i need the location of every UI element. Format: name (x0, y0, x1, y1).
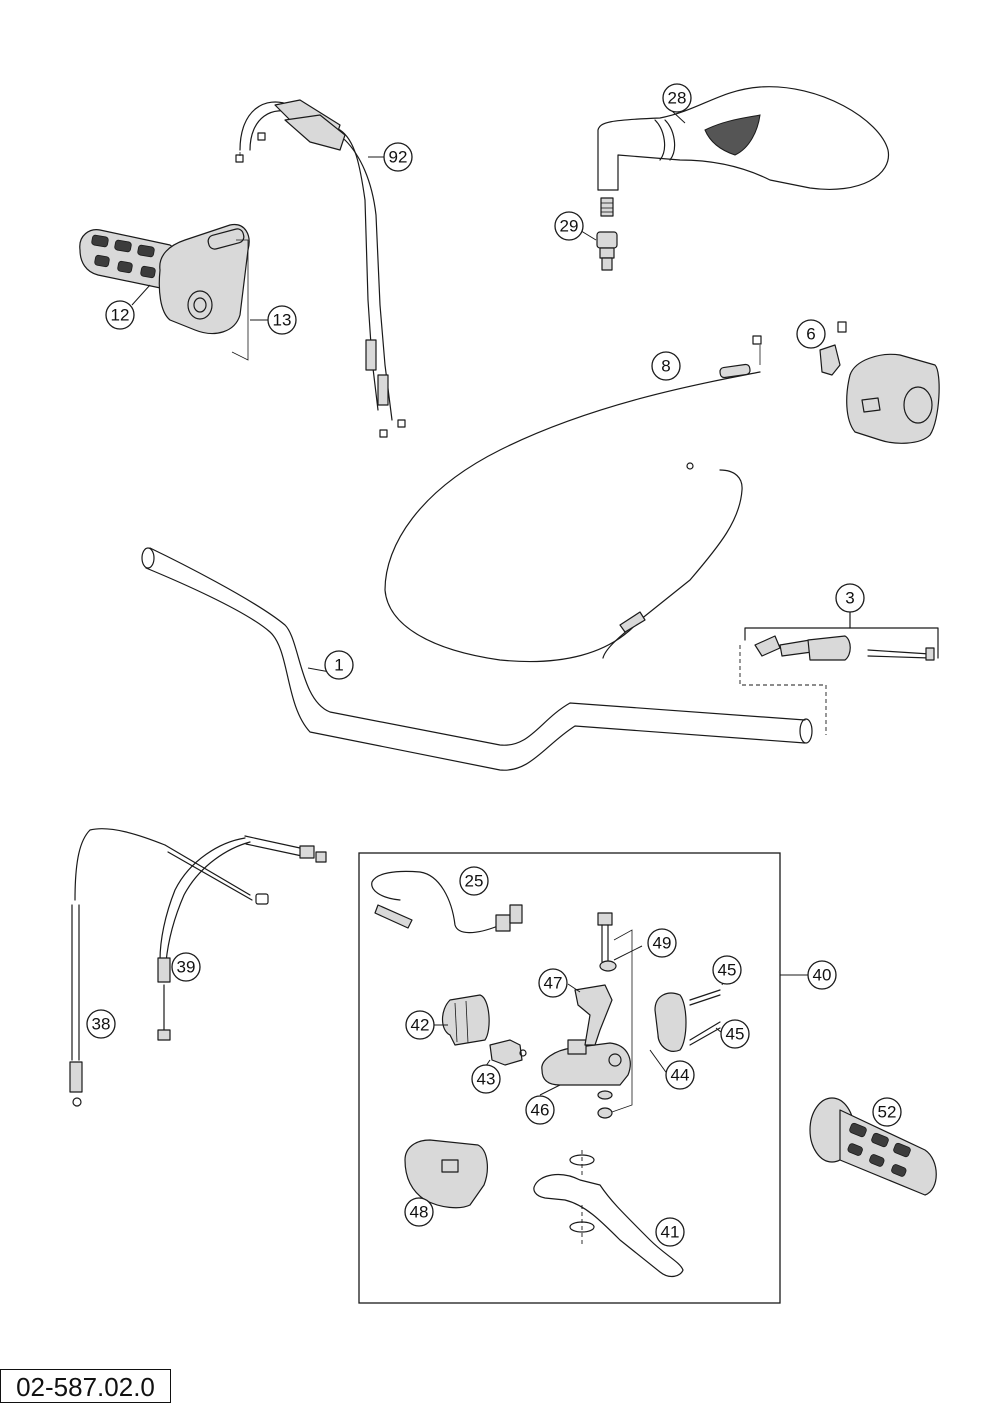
callout-48: 48 (404, 1197, 434, 1227)
clutch-lever-part (533, 1150, 684, 1278)
callout-3: 3 (835, 583, 865, 613)
bushing-part (599, 960, 617, 972)
callout-40: 40 (807, 960, 837, 990)
svg-text:45: 45 (718, 961, 737, 980)
svg-text:39: 39 (177, 958, 196, 977)
callout-39: 39 (171, 952, 201, 982)
hydraulic-line-part (157, 835, 327, 1041)
callout-42: 42 (405, 1010, 435, 1040)
callout-8: 8 (651, 351, 681, 381)
svg-text:47: 47 (544, 974, 563, 993)
throttle-housing-part (158, 223, 250, 361)
callout-47: 47 (538, 968, 568, 998)
master-cylinder-part (541, 1039, 631, 1086)
callout-38: 38 (86, 1009, 116, 1039)
throttle-grip-part (79, 229, 179, 291)
reference-number: 02-587.02.0 (0, 1369, 171, 1403)
master-cylinder-group-box (358, 852, 781, 1304)
svg-text:43: 43 (477, 1070, 496, 1089)
clamp-screws-part (689, 989, 721, 1046)
svg-text:3: 3 (845, 589, 854, 608)
svg-text:92: 92 (389, 148, 408, 167)
svg-text:28: 28 (668, 89, 687, 108)
svg-text:40: 40 (813, 966, 832, 985)
mirror-part (597, 86, 890, 217)
callout-92: 92 (383, 142, 413, 172)
svg-text:48: 48 (410, 1203, 429, 1222)
callout-45-top: 45 (712, 955, 742, 985)
pivot-bolt-part (597, 912, 633, 1119)
reservoir-cap-part (441, 994, 490, 1046)
svg-text:13: 13 (273, 311, 292, 330)
bracket-part (574, 984, 613, 1046)
svg-text:6: 6 (806, 325, 815, 344)
callout-1: 1 (324, 650, 354, 680)
throttle-cables-part (235, 99, 406, 438)
callout-28: 28 (662, 83, 692, 113)
switch-part (819, 321, 940, 444)
callout-49: 49 (647, 928, 677, 958)
clamp-part (654, 992, 687, 1052)
callout-52: 52 (872, 1097, 902, 1127)
svg-text:8: 8 (661, 357, 670, 376)
lever-cover-part (404, 1139, 488, 1209)
mirror-adapter-part (596, 231, 618, 271)
svg-text:45: 45 (726, 1025, 745, 1044)
callout-41: 41 (655, 1217, 685, 1247)
callout-13: 13 (267, 305, 297, 335)
handlebar-part (141, 547, 813, 771)
callout-45-bottom: 45 (720, 1019, 750, 1049)
cable-part (384, 335, 762, 663)
svg-text:41: 41 (661, 1223, 680, 1242)
callout-12: 12 (105, 300, 135, 330)
brake-light-switch-part (371, 870, 523, 934)
svg-text:52: 52 (878, 1103, 897, 1122)
svg-text:42: 42 (411, 1016, 430, 1035)
callout-6: 6 (796, 319, 826, 349)
callout-29: 29 (554, 211, 584, 241)
left-grip-part (809, 1097, 937, 1196)
svg-text:44: 44 (671, 1066, 690, 1085)
callout-25: 25 (459, 866, 489, 896)
clutch-cable-part (69, 828, 269, 1107)
callout-44: 44 (665, 1060, 695, 1090)
bar-end-weight-part (739, 611, 939, 735)
svg-text:25: 25 (465, 872, 484, 891)
svg-text:29: 29 (560, 217, 579, 236)
svg-text:49: 49 (653, 934, 672, 953)
svg-text:46: 46 (531, 1101, 550, 1120)
svg-text:12: 12 (111, 306, 130, 325)
svg-text:1: 1 (334, 656, 343, 675)
svg-text:38: 38 (92, 1015, 111, 1034)
callout-46: 46 (525, 1095, 555, 1125)
callout-43: 43 (471, 1064, 501, 1094)
adjuster-part (489, 1039, 527, 1066)
